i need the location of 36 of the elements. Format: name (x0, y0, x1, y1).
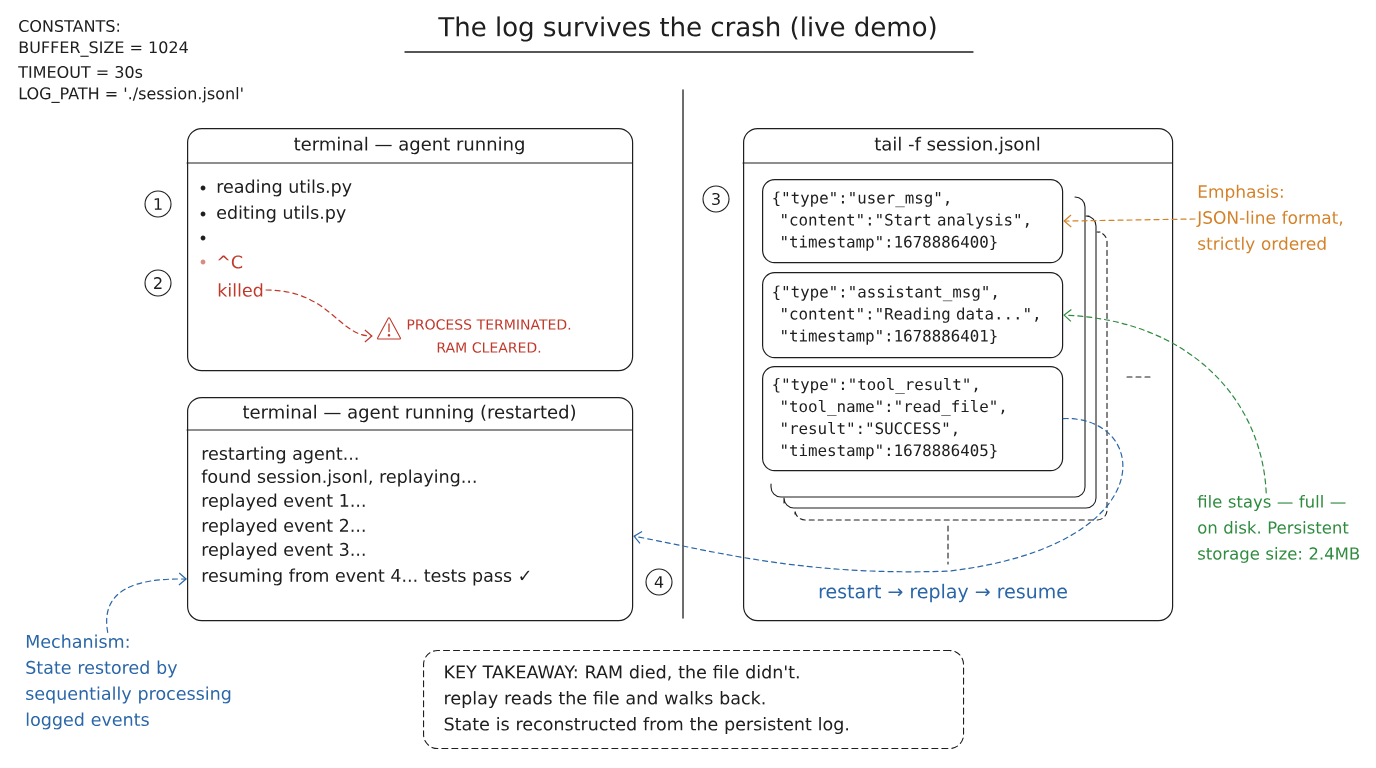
code-text: BUFFER_SIZE = 1024 (19, 41, 188, 57)
annotation-text: Emphasis: JSON-line format, strictly ordered (1196, 184, 1343, 254)
warning-text: PROCESS TERMINATED. RAM CLEARED. (407, 319, 571, 353)
window-title: terminal — agent running (294, 136, 524, 155)
callout-number: 4 (645, 568, 673, 596)
log-line: replayed event 1... (202, 493, 365, 511)
code-text: LOG_PATH = './session.jsonl' (19, 87, 243, 103)
log-line: reading utils.py (217, 179, 352, 197)
arrow (1063, 308, 1267, 494)
arrow (265, 289, 373, 343)
json-card: {"type":"tool_result", "tool_name":"read_file", "result":"SUCCESS", "timestamp":1678886405} (762, 366, 1064, 472)
title: The log survives the crash (live demo) (438, 16, 936, 42)
log-line: editing utils.py (217, 205, 346, 223)
log-line: restarting agent... (202, 446, 358, 464)
json-card: {"type":"user_msg", "content":"Start analysis", "timestamp":1678886400} (762, 179, 1064, 264)
log-line: resuming from event 4... tests pass ✓ (202, 568, 530, 586)
window-title: terminal — agent running (restarted) (242, 404, 575, 423)
arrow (1063, 214, 1196, 228)
callout-number: 3 (702, 185, 730, 213)
code-text: CONSTANTS: (19, 19, 119, 33)
edge-label: restart → replay → resume (816, 581, 1070, 605)
log-line: ^C (218, 255, 243, 269)
callout-number: 2 (144, 269, 172, 297)
code-text: TIMEOUT = 30s (18, 65, 143, 79)
log-line: replayed event 3... (202, 542, 365, 560)
arrow (633, 418, 1124, 573)
log-line: replayed event 2... (202, 518, 365, 536)
window-title: tail -f session.jsonl (874, 136, 1040, 155)
takeaway-box: KEY TAKEAWAY: RAM died, the file didn't. replay reads the file and walks back. State is reconstructed from the persistent log. (423, 650, 965, 750)
callout-number: 1 (144, 190, 172, 218)
annotation-text: Mechanism: State restored by sequentially processing logged events (26, 634, 231, 730)
json-card: {"type":"assistant_msg", "content":"Reading data...", "timestamp":1678886401} (762, 272, 1064, 359)
log-line: killed (218, 283, 263, 297)
arrow (106, 572, 187, 633)
annotation-text: file stays — full — on disk. Persistent storage size: 2.4MB (1197, 495, 1360, 563)
log-line: found session.jsonl, replaying... (201, 469, 476, 487)
